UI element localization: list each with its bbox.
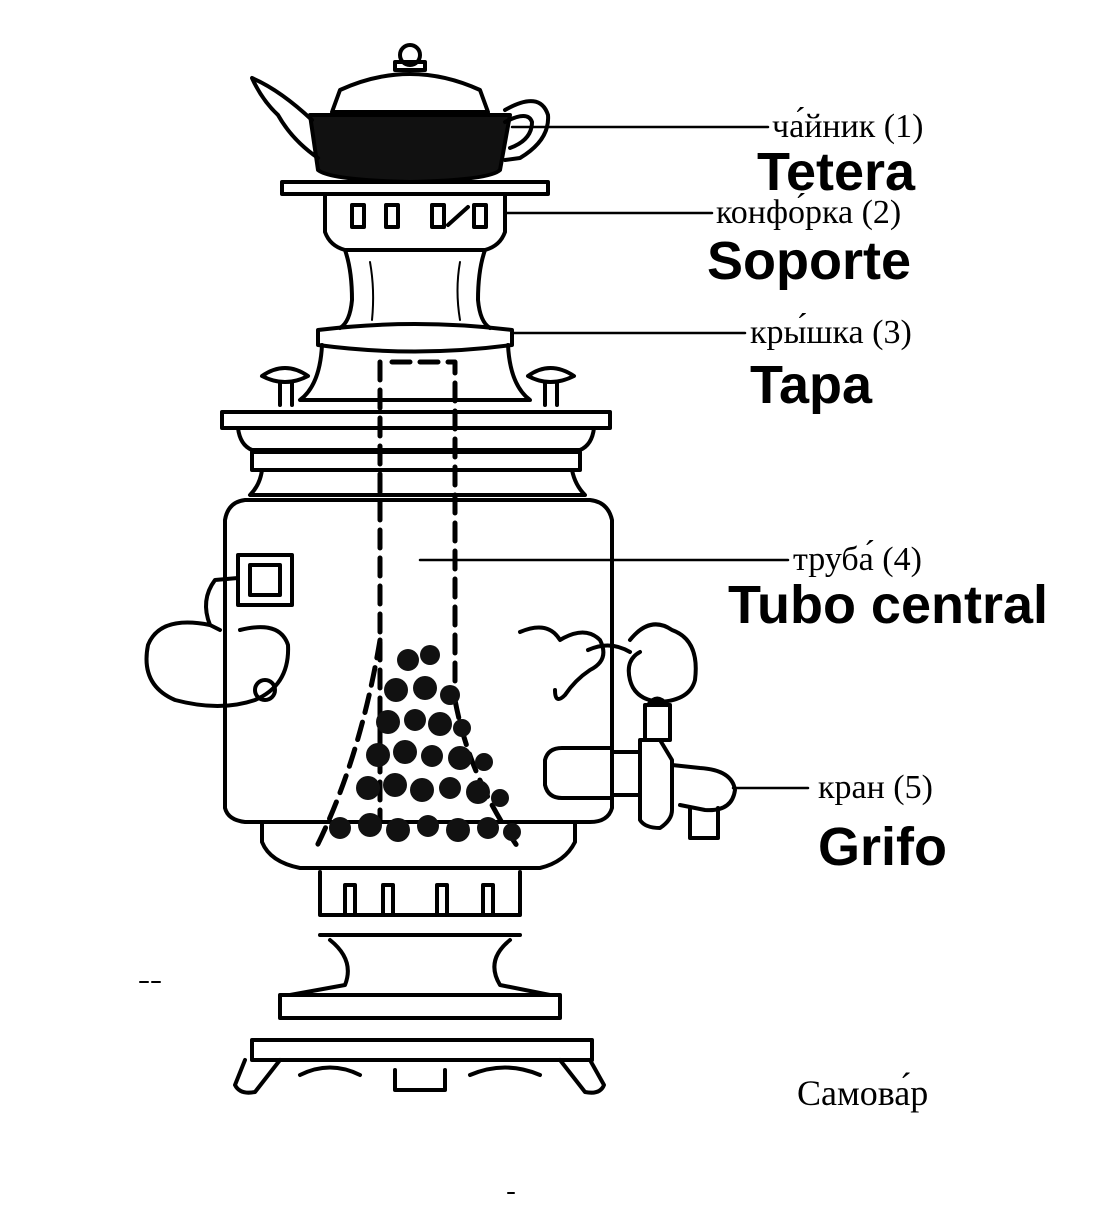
label-2-es: Soporte (707, 231, 912, 291)
label-4-es: Tubo central (728, 575, 1049, 635)
left-handle-drawing (144, 553, 294, 708)
body-drawing (223, 498, 614, 870)
teapot-drawing (250, 43, 551, 196)
leader-lines (418, 125, 810, 790)
label-1-ru: ча́йник (1) (772, 108, 924, 145)
lid-drawing (220, 322, 612, 497)
label-5-ru: кран (5) (818, 769, 933, 806)
coal-drawing (329, 645, 521, 842)
faucet-drawing (543, 738, 737, 840)
label-3-es: Tapa (750, 355, 873, 415)
base-drawing (233, 870, 606, 1095)
right-handle-drawing (518, 622, 698, 742)
caption: Самова́р (797, 1073, 929, 1113)
neck-drawing (338, 248, 492, 330)
tube-drawing (312, 359, 523, 853)
label-2-ru: конфо́рка (2) (716, 194, 902, 231)
label-4-ru: труба́ (4) (793, 541, 922, 578)
label-1-es: Tetera (757, 142, 916, 202)
label-3-ru: кры́шка (3) (750, 314, 912, 351)
burner-drawing (323, 194, 507, 252)
label-5-es: Grifo (818, 817, 947, 877)
